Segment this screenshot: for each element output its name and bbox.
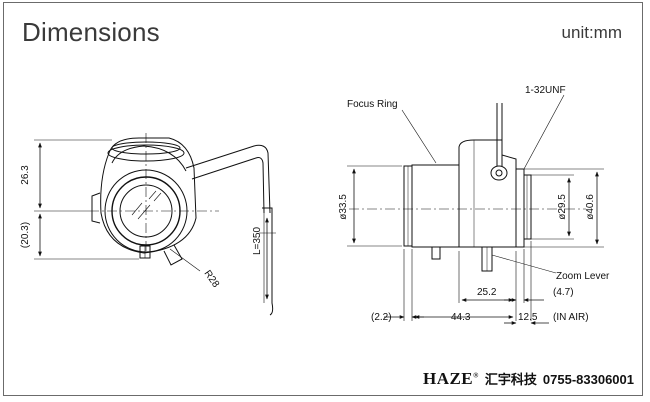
dim-20-3: (20.3) [20,222,31,248]
brand-logo-mark: ® [473,371,479,380]
page-title: Dimensions [22,17,160,47]
side-knob [490,165,508,181]
dim-dia-33-5: ø33.5 [338,194,349,220]
drawing-frame: Dimensions unit:mm [3,2,643,396]
unit-label: unit:mm [561,23,622,42]
dim-44-3: 44.3 [451,312,471,323]
dim-dia-40-6: ø40.6 [585,194,596,220]
front-view [34,133,276,316]
dim-dia-29-5: ø29.5 [557,194,568,220]
front-top-ring-inner [111,141,181,155]
brand-company: 汇宇科技 [484,372,537,387]
brand-phone: 0755-83306001 [542,372,634,387]
in-air-label: (IN AIR) [553,312,589,323]
front-boss [163,244,183,266]
brand-logo-text: HAZE [422,369,474,388]
brand-logo: HAZE® [423,369,479,389]
dim-l350: L=350 [252,227,263,256]
side-thread [523,174,532,240]
front-housing [100,137,197,254]
front-housing-inner [111,145,187,172]
front-cable-tail [262,207,274,316]
dimension-drawing: 26.3 (20.3) R28 L=350 [20,85,610,325]
glass-glint-4 [153,192,162,202]
side-focus-ring [411,164,460,248]
focus-ring-leader [401,109,437,164]
brand-footer: HAZE® 汇宇科技 0755-83306001 [423,369,634,389]
lens-ring-outer [104,169,188,253]
dim-12-5: 12.5 [518,312,538,323]
dim-r28: R28 [202,268,222,290]
side-bottom-knob [431,246,441,260]
zoom-lever-label: Zoom Lever [556,271,610,282]
side-knob-center [495,169,503,177]
dim-2-2: (2.2) [371,312,392,323]
glass-glint-3 [148,190,157,200]
dim-26-3: 26.3 [20,165,31,185]
focus-ring-label: Focus Ring [347,99,398,110]
front-top-ring [107,144,185,162]
r28-leader [169,248,201,272]
front-cable-inner [191,157,265,214]
glass-glint-1 [131,202,143,216]
lens-ring-inner [119,184,173,238]
lens-ring-mid [111,176,181,246]
side-mount [515,168,525,248]
front-left-lever [91,192,101,224]
dim-25-2: 25.2 [477,287,497,298]
front-cable-outer [185,144,271,214]
thread-leader [523,94,565,170]
thread-label: 1-32UNF [525,85,566,96]
side-view [347,94,604,325]
glass-glint-2 [137,204,151,220]
dim-4-7: (4.7) [553,287,574,298]
side-rear-body [458,139,517,248]
